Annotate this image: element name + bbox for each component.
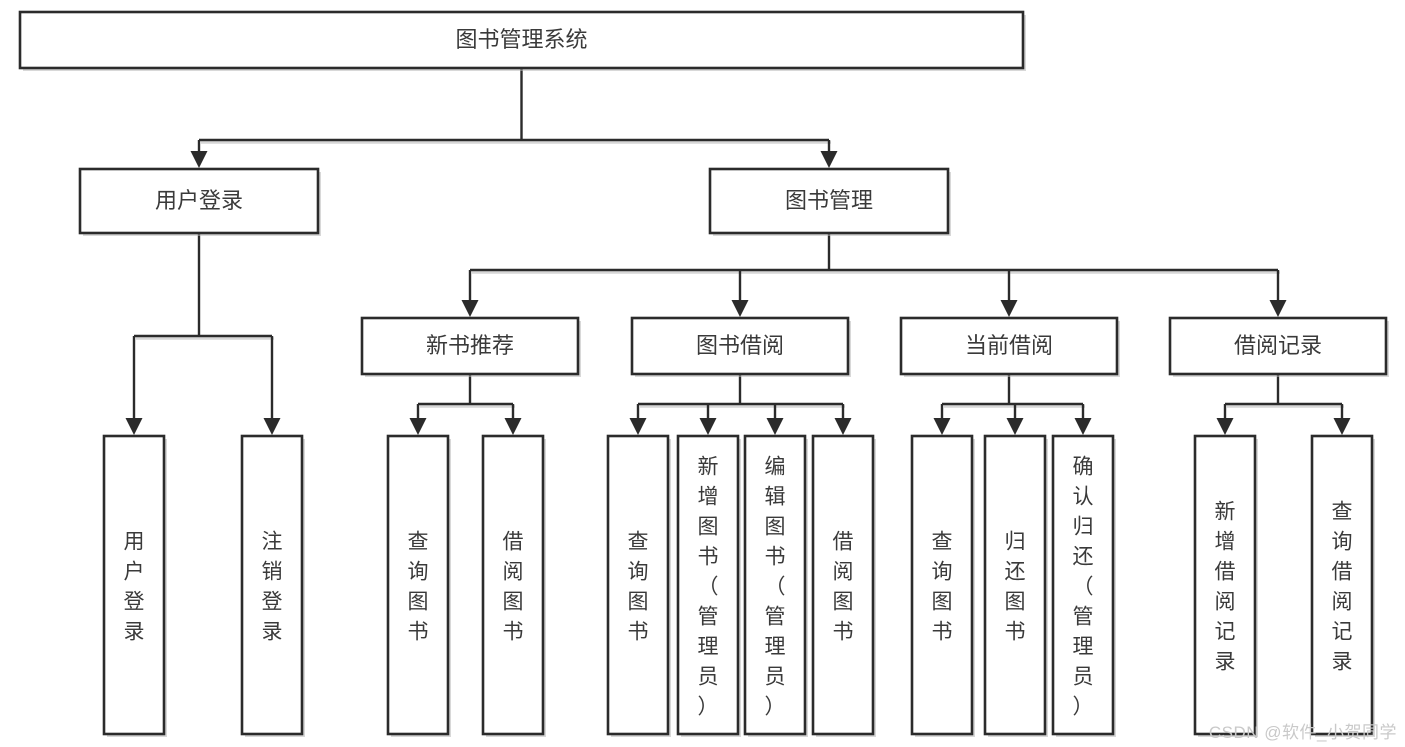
node-box[interactable] [743, 434, 807, 736]
node-label: 当前借阅 [965, 333, 1053, 358]
node-box[interactable] [811, 434, 875, 736]
node-leaf-query-record[interactable]: 查询借阅记录 [1310, 434, 1375, 737]
node-box[interactable] [1193, 434, 1257, 736]
node-label: 借阅记录 [1234, 333, 1322, 358]
arrow-head-icon [1269, 300, 1287, 317]
arrow-head-icon [1216, 418, 1234, 435]
node-label: 确认归还（管理员） [1073, 455, 1094, 718]
node-label: 借阅图书 [833, 530, 854, 643]
node-label: 归还图书 [1005, 530, 1026, 643]
arrow-head-icon [699, 418, 717, 435]
node-box[interactable] [676, 434, 740, 736]
node-label: 新增借阅记录 [1215, 500, 1236, 673]
node-book-borrow[interactable]: 图书借阅 [630, 316, 851, 377]
node-label: 图书管理 [785, 188, 873, 213]
node-book-manage[interactable]: 图书管理 [708, 167, 951, 236]
node-label: 新增图书（管理员） [698, 455, 719, 718]
node-label: 查询图书 [408, 530, 429, 643]
arrow-head-icon [820, 151, 838, 168]
edge-layer [125, 68, 1351, 435]
node-layer: 图书管理系统用户登录图书管理新书推荐图书借阅当前借阅借阅记录用户登录注销登录查询… [18, 10, 1389, 737]
node-box[interactable] [102, 434, 166, 736]
node-box[interactable] [481, 434, 545, 736]
node-label: 新书推荐 [426, 333, 514, 358]
node-leaf-add-book[interactable]: 新增图书（管理员） [676, 434, 741, 737]
arrow-head-icon [190, 151, 208, 168]
arrow-head-icon [1333, 418, 1351, 435]
node-box[interactable] [606, 434, 670, 736]
arrow-head-icon [766, 418, 784, 435]
node-box[interactable] [1051, 434, 1115, 736]
node-label: 借阅图书 [503, 530, 524, 643]
node-leaf-add-record[interactable]: 新增借阅记录 [1193, 434, 1258, 737]
arrow-head-icon [263, 418, 281, 435]
node-label: 编辑图书（管理员） [765, 455, 786, 718]
arrow-head-icon [1000, 300, 1018, 317]
node-box[interactable] [1168, 316, 1388, 376]
arrow-head-icon [1074, 418, 1092, 435]
arrow-head-icon [834, 418, 852, 435]
node-leaf-borrow-book-rec[interactable]: 借阅图书 [481, 434, 546, 737]
node-label: 注销登录 [262, 530, 283, 643]
node-leaf-user-login[interactable]: 用户登录 [102, 434, 167, 737]
node-leaf-return-book[interactable]: 归还图书 [983, 434, 1048, 737]
node-leaf-query-book-rec[interactable]: 查询图书 [386, 434, 451, 737]
node-label: 图书借阅 [696, 333, 784, 358]
node-label: 查询图书 [932, 530, 953, 643]
node-label: 用户登录 [124, 530, 145, 643]
node-current-borrow[interactable]: 当前借阅 [899, 316, 1120, 377]
node-label: 查询图书 [628, 530, 649, 643]
arrow-head-icon [125, 418, 143, 435]
node-box[interactable] [18, 10, 1025, 70]
node-box[interactable] [386, 434, 450, 736]
watermark-label: CSDN @软件_小贺同学 [1208, 723, 1397, 742]
arrow-head-icon [504, 418, 522, 435]
node-box[interactable] [78, 167, 320, 235]
node-box[interactable] [983, 434, 1047, 736]
node-root[interactable]: 图书管理系统 [18, 10, 1026, 71]
node-box[interactable] [910, 434, 974, 736]
node-leaf-logout[interactable]: 注销登录 [240, 434, 305, 737]
node-box[interactable] [708, 167, 950, 235]
node-box[interactable] [1310, 434, 1374, 736]
node-leaf-query-book-current[interactable]: 查询图书 [910, 434, 975, 737]
node-leaf-confirm-return[interactable]: 确认归还（管理员） [1051, 434, 1116, 737]
node-leaf-borrow-book[interactable]: 借阅图书 [811, 434, 876, 737]
arrow-head-icon [409, 418, 427, 435]
node-leaf-query-book-borrow[interactable]: 查询图书 [606, 434, 671, 737]
arrow-head-icon [731, 300, 749, 317]
node-label: 图书管理系统 [455, 27, 587, 52]
node-box[interactable] [899, 316, 1119, 376]
node-user-login[interactable]: 用户登录 [78, 167, 321, 236]
node-box[interactable] [240, 434, 304, 736]
arrow-head-icon [629, 418, 647, 435]
arrow-head-icon [933, 418, 951, 435]
node-leaf-edit-book[interactable]: 编辑图书（管理员） [743, 434, 808, 737]
arrow-head-icon [1006, 418, 1024, 435]
arrow-head-icon [461, 300, 479, 317]
node-box[interactable] [630, 316, 850, 376]
node-box[interactable] [360, 316, 580, 376]
node-label: 查询借阅记录 [1332, 500, 1353, 673]
node-borrow-record[interactable]: 借阅记录 [1168, 316, 1389, 377]
node-new-book-rec[interactable]: 新书推荐 [360, 316, 581, 377]
node-label: 用户登录 [155, 188, 243, 213]
